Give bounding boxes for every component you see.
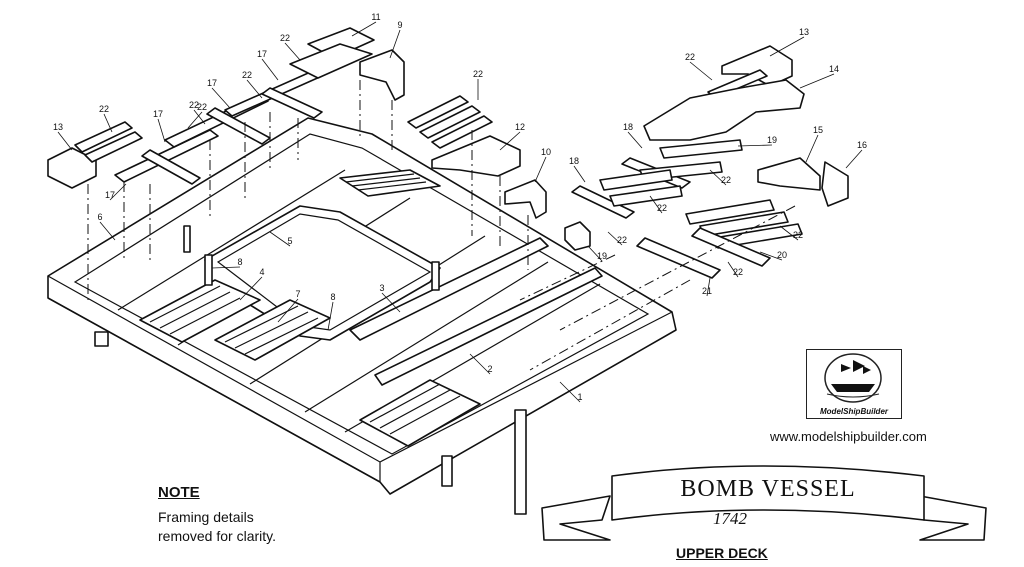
part-number-22: 22 xyxy=(280,33,290,43)
callout-leader xyxy=(109,183,127,201)
website-url[interactable]: www.modelshipbuilder.com xyxy=(770,429,927,444)
callout-leader xyxy=(779,225,799,241)
part-number-18: 18 xyxy=(569,156,579,166)
logo-box: ModelShipBuilder xyxy=(806,349,902,419)
callout-leader xyxy=(246,79,263,99)
part-number-3: 3 xyxy=(379,283,384,293)
callout-leader xyxy=(211,266,241,269)
part-number-5: 5 xyxy=(287,236,292,246)
callout-leader xyxy=(157,118,166,143)
logo-name: ModelShipBuilder xyxy=(820,407,888,416)
part-number-17: 17 xyxy=(207,78,217,88)
exploded-parts-right xyxy=(564,45,849,279)
callout-leader xyxy=(805,134,819,163)
part-number-2: 2 xyxy=(487,364,492,374)
callout-leader xyxy=(277,298,299,323)
callout-leader xyxy=(769,36,805,57)
banner-year: 1742 xyxy=(713,509,748,528)
part-number-18: 18 xyxy=(623,122,633,132)
note-text: Framing details removed for clarity. xyxy=(158,508,276,546)
callout-leader xyxy=(381,292,401,313)
callout-leader xyxy=(607,231,623,246)
callout-leader xyxy=(709,169,727,186)
callout-leader xyxy=(99,221,116,241)
part-number-21: 21 xyxy=(702,286,712,296)
callout-leader xyxy=(706,277,711,297)
callout-leader xyxy=(327,301,334,331)
callout-leader xyxy=(103,113,113,133)
callout-leader xyxy=(649,195,663,214)
part-number-17: 17 xyxy=(105,190,115,200)
part-number-17: 17 xyxy=(153,109,163,119)
part-number-12: 12 xyxy=(515,122,525,132)
part-number-19: 19 xyxy=(767,135,777,145)
callout-leader xyxy=(284,42,301,61)
part-number-22: 22 xyxy=(657,203,667,213)
part-number-8: 8 xyxy=(330,292,335,302)
part-number-16: 16 xyxy=(857,140,867,150)
callout-leader xyxy=(351,21,377,37)
diagram-subtitle: UPPER DECK xyxy=(676,545,768,561)
callout-leader xyxy=(559,381,581,403)
part-number-10: 10 xyxy=(541,147,551,157)
part-number-17: 17 xyxy=(257,49,267,59)
part-number-22: 22 xyxy=(242,70,252,80)
part-number-9: 9 xyxy=(397,20,402,30)
alignment-lines xyxy=(87,80,796,371)
part-number-1: 1 xyxy=(577,392,582,402)
part-number-22: 22 xyxy=(189,100,199,110)
callout-leader xyxy=(737,144,773,147)
part-number-22: 22 xyxy=(197,102,207,112)
callout-leader xyxy=(845,149,863,169)
callout-leader xyxy=(799,73,835,89)
callout-leader xyxy=(211,87,231,109)
callout-leader xyxy=(689,61,713,81)
part-number-13: 13 xyxy=(53,122,63,132)
part-number-20: 20 xyxy=(777,250,787,260)
callout-leader xyxy=(587,245,603,262)
part-number-4: 4 xyxy=(259,267,264,277)
part-number-22: 22 xyxy=(617,235,627,245)
callout-leader xyxy=(573,165,586,183)
part-number-7: 7 xyxy=(295,289,300,299)
part-number-14: 14 xyxy=(829,64,839,74)
ship-logo-icon xyxy=(824,353,882,403)
callout-leader xyxy=(627,131,643,149)
callout-leader xyxy=(534,156,547,183)
callout-leader xyxy=(261,58,279,81)
part-number-8: 8 xyxy=(237,257,242,267)
callout-leader xyxy=(269,231,291,247)
exploded-parts-left xyxy=(47,27,405,189)
callout-leader xyxy=(239,276,263,301)
callout-leader xyxy=(469,353,491,375)
callout-leader xyxy=(389,29,401,59)
callout-leader xyxy=(499,131,521,151)
callout-leader xyxy=(187,111,203,129)
note-title: NOTE xyxy=(158,484,200,501)
deck-frame xyxy=(47,117,677,515)
part-number-22: 22 xyxy=(99,104,109,114)
part-number-22: 22 xyxy=(473,69,483,79)
part-number-6: 6 xyxy=(97,212,102,222)
exploded-parts-center xyxy=(407,95,547,219)
part-number-19: 19 xyxy=(597,251,607,261)
part-number-11: 11 xyxy=(371,12,380,22)
part-number-22: 22 xyxy=(685,52,695,62)
callout-leader xyxy=(57,131,73,151)
part-number-22: 22 xyxy=(793,230,803,240)
callout-leader xyxy=(727,261,739,278)
callout-leader xyxy=(193,109,206,125)
part-number-22: 22 xyxy=(721,175,731,185)
callout-leader xyxy=(759,251,783,261)
part-number-13: 13 xyxy=(799,27,809,37)
title-banner: BOMB VESSEL 1742 xyxy=(541,465,987,541)
note-line: removed for clarity. xyxy=(158,528,276,544)
part-number-15: 15 xyxy=(813,125,823,135)
part-number-22: 22 xyxy=(733,267,743,277)
note-line: Framing details xyxy=(158,509,254,525)
banner-title: BOMB VESSEL xyxy=(680,476,855,502)
